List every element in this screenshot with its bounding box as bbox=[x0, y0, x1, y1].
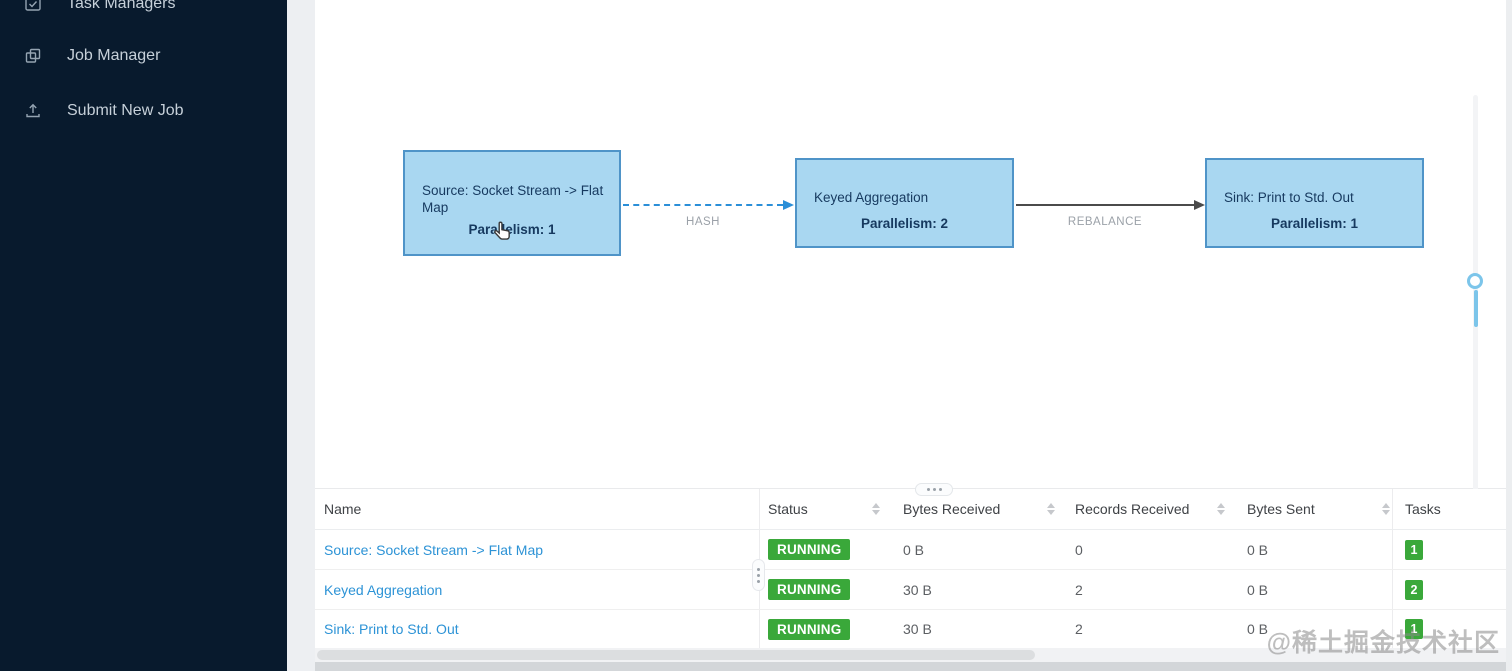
bytes-sent-value: 0 B bbox=[1247, 621, 1269, 637]
records-received-value: 2 bbox=[1075, 581, 1083, 598]
tasks-count-badge: 1 bbox=[1405, 619, 1423, 639]
table-row: Keyed Aggregation RUNNING 30 B 2 0 B 2 bbox=[315, 570, 1506, 610]
edge-label: HASH bbox=[686, 216, 720, 228]
records-received-value: 0 bbox=[1075, 541, 1083, 558]
header-records-received[interactable]: Records Received bbox=[1065, 489, 1235, 529]
graph-edge-rebalance: REBALANCE bbox=[1016, 200, 1205, 228]
header-status[interactable]: Status bbox=[760, 489, 890, 529]
upload-icon bbox=[24, 102, 42, 120]
edge-label: REBALANCE bbox=[1067, 216, 1143, 228]
status-badge: RUNNING bbox=[768, 618, 851, 640]
node-parallelism: Parallelism: 1 bbox=[468, 222, 556, 237]
bytes-sent-value: 0 B bbox=[1247, 541, 1269, 558]
tasks-count-badge: 1 bbox=[1405, 539, 1423, 560]
node-parallelism: Parallelism: 1 bbox=[1270, 216, 1359, 231]
sort-caret-icon bbox=[872, 503, 880, 515]
sidebar-item-task-managers[interactable]: Task Managers bbox=[0, 0, 287, 24]
vertices-table: Name Status Bytes Received Records Recei… bbox=[315, 489, 1506, 648]
watermark-text: @稀土掘金技术社区 bbox=[1266, 629, 1500, 657]
vertex-link[interactable]: Source: Socket Stream -> Flat Map bbox=[324, 541, 544, 558]
bytes-received-value: 30 B bbox=[903, 621, 932, 637]
sidebar-item-submit-new-job[interactable]: Submit New Job bbox=[0, 91, 287, 131]
sidebar-item-label: Job Manager bbox=[67, 47, 161, 64]
sidebar-item-label: Task Managers bbox=[67, 0, 176, 12]
mouse-cursor-icon bbox=[494, 221, 510, 240]
sort-caret-icon bbox=[1047, 503, 1055, 515]
sidebar: Task Managers Job Manager Submit New Job bbox=[0, 0, 287, 671]
graph-node-source[interactable]: Source: Socket Stream -> Flat Map Parall… bbox=[403, 150, 621, 256]
horizontal-scrollbar-thumb[interactable] bbox=[317, 650, 1035, 660]
bottom-strip bbox=[315, 662, 1506, 671]
page-right-gutter bbox=[1506, 0, 1512, 671]
sort-caret-icon bbox=[1217, 503, 1225, 515]
graph-edge-hash: HASH bbox=[623, 200, 794, 228]
panel-resize-handle[interactable] bbox=[915, 483, 953, 496]
status-badge: RUNNING bbox=[768, 579, 851, 600]
header-bytes-sent[interactable]: Bytes Sent bbox=[1235, 489, 1393, 529]
vertex-link[interactable]: Keyed Aggregation bbox=[324, 581, 443, 598]
status-badge: RUNNING bbox=[768, 539, 851, 560]
graph-zoom-track bbox=[1473, 95, 1478, 595]
table-row: Sink: Print to Std. Out RUNNING 30 B 2 0… bbox=[315, 610, 1506, 648]
bytes-received-value: 30 B bbox=[903, 581, 932, 598]
graph-zoom-slider[interactable] bbox=[1466, 273, 1486, 329]
graph-node-keyed-aggregation[interactable]: Keyed Aggregation Parallelism: 2 bbox=[795, 158, 1014, 248]
task-managers-icon bbox=[24, 0, 42, 13]
sort-caret-icon bbox=[1382, 503, 1390, 515]
vertex-link[interactable]: Sink: Print to Std. Out bbox=[324, 621, 459, 637]
node-title: Keyed Aggregation bbox=[814, 190, 929, 205]
bytes-received-value: 0 B bbox=[903, 541, 925, 558]
zoom-slider-stem bbox=[1474, 290, 1478, 327]
sidebar-item-job-manager[interactable]: Job Manager bbox=[0, 36, 287, 76]
header-tasks: Tasks bbox=[1405, 501, 1441, 517]
sidebar-item-label: Submit New Job bbox=[67, 102, 184, 119]
arrowhead-icon bbox=[783, 200, 794, 210]
node-title: Sink: Print to Std. Out bbox=[1224, 190, 1354, 205]
bytes-sent-value: 0 B bbox=[1247, 581, 1269, 598]
node-parallelism: Parallelism: 2 bbox=[860, 216, 949, 231]
header-name: Name bbox=[315, 489, 760, 529]
header-bytes-received[interactable]: Bytes Received bbox=[890, 489, 1065, 529]
node-title: Source: Socket Stream -> Flat Map bbox=[422, 183, 604, 215]
arrowhead-icon bbox=[1194, 200, 1205, 210]
horizontal-scrollbar bbox=[315, 648, 1506, 662]
table-header-row: Name Status Bytes Received Records Recei… bbox=[315, 489, 1506, 530]
table-row: Source: Socket Stream -> Flat Map RUNNIN… bbox=[315, 530, 1506, 570]
zoom-slider-knob[interactable] bbox=[1467, 273, 1483, 289]
records-received-value: 2 bbox=[1075, 621, 1083, 637]
tasks-count-badge: 2 bbox=[1405, 579, 1423, 600]
job-graph-panel: Source: Socket Stream -> Flat Map Parall… bbox=[315, 0, 1506, 595]
column-resize-handle[interactable] bbox=[752, 559, 765, 591]
main-panel: Source: Socket Stream -> Flat Map Parall… bbox=[315, 0, 1506, 671]
graph-node-sink[interactable]: Sink: Print to Std. Out Parallelism: 1 bbox=[1205, 158, 1424, 248]
job-manager-icon bbox=[24, 47, 42, 65]
